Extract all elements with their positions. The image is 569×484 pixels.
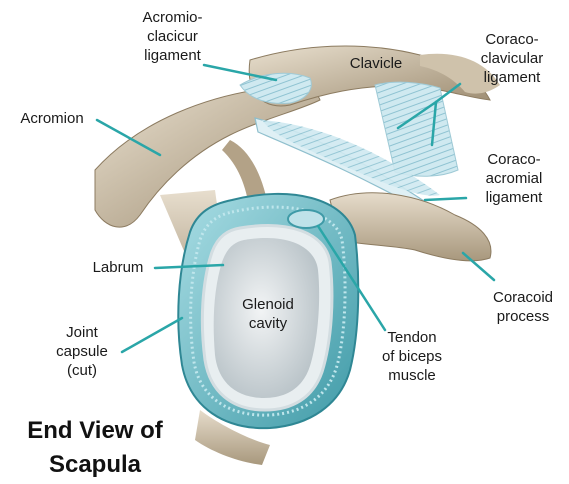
diagram-title: End View of Scapula bbox=[10, 414, 180, 482]
label-coracoacromial-ligament: Coraco- acromial ligament bbox=[466, 150, 562, 207]
label-coracoclavicular-ligament: Coraco- clavicular ligament bbox=[462, 30, 562, 87]
leader-coracoacromial bbox=[425, 198, 466, 200]
label-biceps-tendon: Tendon of biceps muscle bbox=[372, 328, 452, 385]
label-joint-capsule: Joint capsule (cut) bbox=[46, 323, 118, 380]
label-clavicle: Clavicle bbox=[336, 54, 416, 73]
leader-joint-capsule bbox=[122, 318, 182, 352]
label-acromion: Acromion bbox=[4, 109, 100, 128]
label-acromioclavicular-ligament: Acromio- clacicur ligament bbox=[125, 8, 220, 65]
label-labrum: Labrum bbox=[80, 258, 156, 277]
label-coracoid-process: Coracoid process bbox=[480, 288, 566, 326]
label-glenoid-cavity: Glenoid cavity bbox=[228, 295, 308, 333]
